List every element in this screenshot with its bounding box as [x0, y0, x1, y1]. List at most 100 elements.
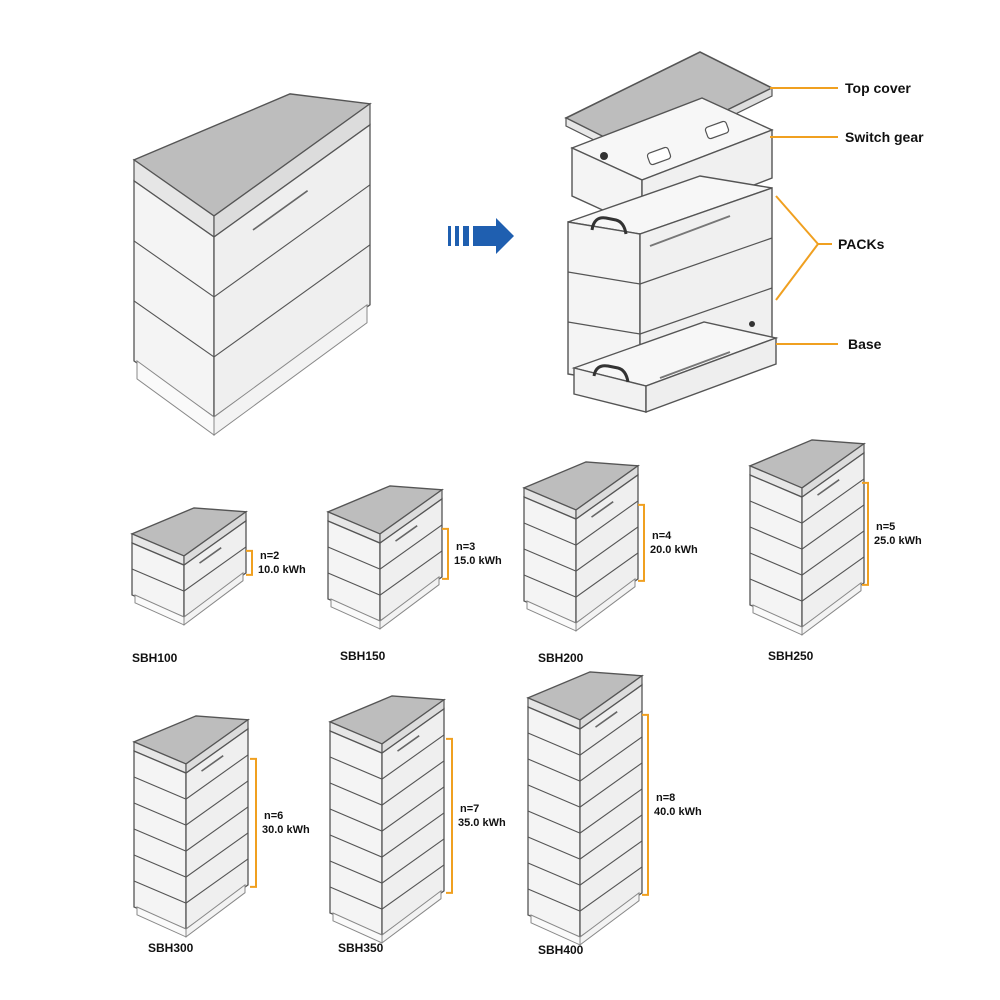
plinth-right: [379, 575, 440, 630]
module-seam: [523, 500, 639, 546]
body-left-face: [329, 730, 383, 937]
pack-bracket: [446, 737, 453, 894]
plinth-right: [183, 571, 244, 626]
module-seam: [523, 552, 639, 598]
plinth-right: [575, 577, 636, 632]
model-tower: [328, 695, 446, 944]
module-seam: [527, 788, 643, 834]
handle-slot: [397, 735, 420, 752]
handle-slot: [595, 711, 618, 728]
callout-base: Base: [848, 336, 882, 352]
module-seam: [329, 734, 445, 780]
pack-count-label: n=3: [456, 541, 475, 553]
model-name: SBH250: [768, 649, 814, 663]
pack-count-label: n=4: [652, 530, 672, 542]
plinth-right: [801, 581, 862, 636]
model-tower: [522, 461, 640, 632]
module-seam: [133, 754, 249, 800]
module-seam: [133, 806, 249, 852]
plinth-right: [185, 883, 246, 938]
pack-count-label: n=7: [460, 803, 479, 815]
module-seam: [527, 840, 643, 886]
module-seam: [133, 244, 371, 358]
module-seam: [327, 550, 443, 596]
model-name: SBH150: [340, 649, 386, 663]
arrow-right-icon: [448, 218, 514, 254]
pack-count-label: n=2: [260, 550, 279, 562]
module-seam: [527, 762, 643, 808]
exploded-battery-tower: Top cover Switch gear PACKs Base: [564, 51, 924, 414]
module-seam: [329, 812, 445, 858]
callout-lines: [770, 87, 838, 345]
pack-bracket: [642, 713, 649, 896]
callout-packs: PACKs: [838, 236, 885, 252]
assembled-tower: [132, 93, 372, 436]
capacity-label: 30.0 kWh: [262, 824, 310, 836]
module-seam: [131, 546, 247, 592]
body-right-face: [381, 707, 445, 937]
body-left-face: [749, 474, 803, 629]
capacity-label: 25.0 kWh: [874, 535, 922, 547]
handle-slot: [252, 190, 309, 231]
model-tower: [326, 485, 444, 630]
plinth-right: [213, 303, 368, 436]
module-seam: [329, 760, 445, 806]
capacity-label: 35.0 kWh: [458, 817, 506, 829]
capacity-label: 15.0 kWh: [454, 555, 502, 567]
handle-slot: [395, 525, 418, 542]
module-seam: [329, 838, 445, 884]
module-seam: [133, 184, 371, 298]
handle-slot: [817, 479, 840, 496]
capacity-label: 20.0 kWh: [650, 544, 698, 556]
module-seam: [329, 786, 445, 832]
module-seam: [527, 866, 643, 912]
pack-bracket: [250, 757, 257, 888]
module-seam: [527, 814, 643, 860]
module-seam: [133, 858, 249, 904]
pack-bracket: [246, 549, 253, 576]
pack-bracket: [442, 527, 449, 580]
module-seam: [749, 556, 865, 602]
module-seam: [133, 780, 249, 826]
handle-slot: [591, 501, 614, 518]
callout-top-cover: Top cover: [845, 80, 911, 96]
model-tower: [748, 439, 866, 636]
capacity-label: 40.0 kWh: [654, 806, 702, 818]
body-right-face: [801, 451, 865, 629]
model-name: SBH350: [338, 941, 384, 955]
callout-switch-gear: Switch gear: [845, 129, 924, 145]
module-seam: [749, 530, 865, 576]
module-seam: [133, 832, 249, 878]
plinth-right: [381, 889, 442, 944]
pack-count-label: n=6: [264, 810, 283, 822]
pack-count-label: n=8: [656, 792, 675, 804]
assembled-battery-tower: [132, 93, 372, 436]
module-seam: [527, 710, 643, 756]
model-name: SBH300: [148, 941, 194, 955]
pack-count-label: n=5: [876, 521, 895, 533]
module-seam: [527, 736, 643, 782]
model-name: SBH100: [132, 651, 178, 665]
module-seam: [523, 526, 639, 572]
model-tower: [130, 507, 248, 626]
module-seam: [749, 504, 865, 550]
pack-bracket: [862, 481, 869, 586]
handle-slot: [201, 755, 224, 772]
model-tower: [526, 671, 644, 946]
model-tower: [132, 715, 250, 938]
model-name: SBH200: [538, 651, 584, 665]
plinth-right: [579, 891, 640, 946]
base: [571, 321, 779, 414]
module-seam: [327, 524, 443, 570]
capacity-label: 10.0 kWh: [258, 564, 306, 576]
module-seam: [329, 864, 445, 910]
module-seam: [749, 478, 865, 524]
